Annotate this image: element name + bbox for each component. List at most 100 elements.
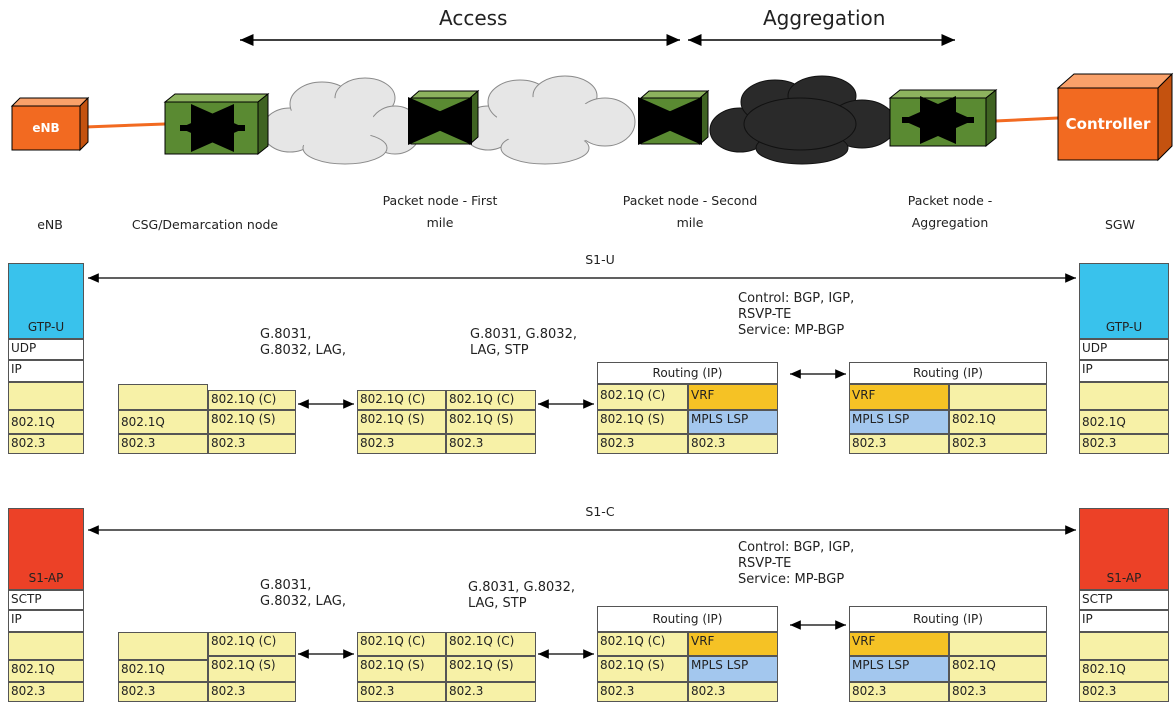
- switch-csg: [163, 92, 270, 156]
- s1c-enb-s1ap: S1-AP: [8, 508, 84, 590]
- s1u-enb-8021q: 802.1Q: [8, 410, 84, 434]
- s1u-fm-qc-b: 802.1Q (C): [446, 390, 536, 410]
- s1u-enb-udp: UDP: [8, 339, 84, 360]
- s1u-sgw-empty: [1079, 382, 1169, 410]
- s1c-enb-sctp: SCTP: [8, 590, 84, 610]
- s1u-csg-qs: 802.1Q (S): [208, 410, 296, 434]
- s1u-agg-8023-a: 802.3: [849, 434, 949, 454]
- s1c-sm-qc: 802.1Q (C): [597, 632, 688, 656]
- s1c-agg-8021q: 802.1Q: [949, 656, 1047, 682]
- enb-device-label: eNB: [32, 121, 60, 135]
- s1c-sgw-empty: [1079, 632, 1169, 660]
- s1c-enb-8021q: 802.1Q: [8, 660, 84, 682]
- s1c-sm-routing: Routing (IP): [597, 606, 778, 632]
- s1c-fm-qc-b: 802.1Q (C): [446, 632, 536, 656]
- s1u-agg-vrf: VRF: [849, 384, 949, 410]
- s1c-sm-8023-b: 802.3: [688, 682, 778, 702]
- s1u-sm-8023-a: 802.3: [597, 434, 688, 454]
- s1u-enb-gtp: GTP-U: [8, 263, 84, 339]
- s1c-sgw-8021q: 802.1Q: [1079, 660, 1169, 682]
- s1u-csg-8023-b: 802.3: [208, 434, 296, 454]
- s1c-agg-8023-a: 802.3: [849, 682, 949, 702]
- s1u-enb-8023: 802.3: [8, 434, 84, 454]
- s1u-agg-mpls: MPLS LSP: [849, 410, 949, 434]
- s1c-sgw-s1ap: S1-AP: [1079, 508, 1169, 590]
- s1c-sgw-ip: IP: [1079, 610, 1169, 632]
- s1c-fm-qs-a: 802.1Q (S): [357, 656, 446, 682]
- s1c-sgw-8023: 802.3: [1079, 682, 1169, 702]
- s1c-agg-mpls: MPLS LSP: [849, 656, 949, 682]
- s1u-csg-qc: 802.1Q (C): [208, 390, 296, 410]
- s1c-note-g8031-left: G.8031,G.8032, LAG,: [260, 578, 346, 609]
- s1u-agg-routing: Routing (IP): [849, 362, 1047, 384]
- access-label: Access: [439, 6, 508, 30]
- s1u-sm-8023-b: 802.3: [688, 434, 778, 454]
- s1c-sm-vrf: VRF: [688, 632, 778, 656]
- node-label-aggregation: Packet node -Aggregation: [907, 193, 993, 230]
- s1u-fm-qs-a: 802.1Q (S): [357, 410, 446, 434]
- s1c-sm-mpls: MPLS LSP: [688, 656, 778, 682]
- s1c-csg-8021q: 802.1Q: [118, 660, 208, 682]
- s1c-span-label: S1-C: [585, 504, 615, 519]
- s1u-enb-ip: IP: [8, 360, 84, 382]
- s1c-csg-empty: [118, 632, 208, 660]
- enb-link: [84, 122, 166, 129]
- s1u-sgw-ip: IP: [1079, 360, 1169, 382]
- s1c-enb-empty: [8, 632, 84, 660]
- switch-aggregation: [888, 88, 998, 148]
- s1u-agg-8023-b: 802.3: [949, 434, 1047, 454]
- s1u-fm-qc-a: 802.1Q (C): [357, 390, 446, 410]
- switch-second-mile: [638, 89, 710, 146]
- s1u-csg-8023-a: 802.3: [118, 434, 208, 454]
- s1c-note-g8031-right: G.8031, G.8032,LAG, STP: [468, 580, 575, 611]
- s1u-sgw-8021q: 802.1Q: [1079, 410, 1169, 434]
- s1c-enb-ip: IP: [8, 610, 84, 632]
- s1c-csg-8023-b: 802.3: [208, 682, 296, 702]
- s1u-agg-8021q: 802.1Q: [949, 410, 1047, 434]
- s1c-sm-8023-a: 802.3: [597, 682, 688, 702]
- s1c-enb-8023: 802.3: [8, 682, 84, 702]
- s1u-sgw-gtp: GTP-U: [1079, 263, 1169, 339]
- s1c-agg-8023-b: 802.3: [949, 682, 1047, 702]
- s1u-span-label: S1-U: [585, 252, 615, 267]
- s1c-sm-qs: 802.1Q (S): [597, 656, 688, 682]
- s1c-csg-qs: 802.1Q (S): [208, 656, 296, 682]
- aggregation-label: Aggregation: [763, 6, 886, 30]
- s1u-sm-vrf: VRF: [688, 384, 778, 410]
- s1c-fm-qc-a: 802.1Q (C): [357, 632, 446, 656]
- s1u-fm-8023-b: 802.3: [446, 434, 536, 454]
- switch-first-mile: [408, 89, 480, 146]
- s1u-sm-mpls: MPLS LSP: [688, 410, 778, 434]
- s1u-note-g8031-left: G.8031,G.8032, LAG,: [260, 327, 346, 358]
- s1c-agg-vrf: VRF: [849, 632, 949, 656]
- s1u-note-g8031-right: G.8031, G.8032,LAG, STP: [470, 327, 577, 358]
- s1u-sm-routing: Routing (IP): [597, 362, 778, 384]
- s1c-csg-8023-a: 802.3: [118, 682, 208, 702]
- topology-diagram: [10, 34, 1174, 165]
- s1u-sm-qc: 802.1Q (C): [597, 384, 688, 410]
- s1c-fm-8023-a: 802.3: [357, 682, 446, 702]
- s1u-fm-8023-a: 802.3: [357, 434, 446, 454]
- s1c-agg-empty: [949, 632, 1047, 656]
- s1u-fm-qs-b: 802.1Q (S): [446, 410, 536, 434]
- aggregation-cloud: [709, 75, 897, 165]
- s1u-csg-8021q: 802.1Q: [118, 410, 208, 434]
- node-label-sgw: SGW: [1105, 217, 1135, 232]
- s1c-fm-qs-b: 802.1Q (S): [446, 656, 536, 682]
- s1u-sgw-udp: UDP: [1079, 339, 1169, 360]
- controller-link: [994, 116, 1059, 123]
- node-label-csg: CSG/Demarcation node: [131, 217, 279, 232]
- s1u-agg-empty: [949, 384, 1047, 410]
- controller-device: [1056, 72, 1174, 162]
- s1c-csg-qc: 802.1Q (C): [208, 632, 296, 656]
- s1u-sm-qs: 802.1Q (S): [597, 410, 688, 434]
- controller-device-label: Controller: [1065, 115, 1151, 133]
- s1c-sgw-sctp: SCTP: [1079, 590, 1169, 610]
- s1c-agg-routing: Routing (IP): [849, 606, 1047, 632]
